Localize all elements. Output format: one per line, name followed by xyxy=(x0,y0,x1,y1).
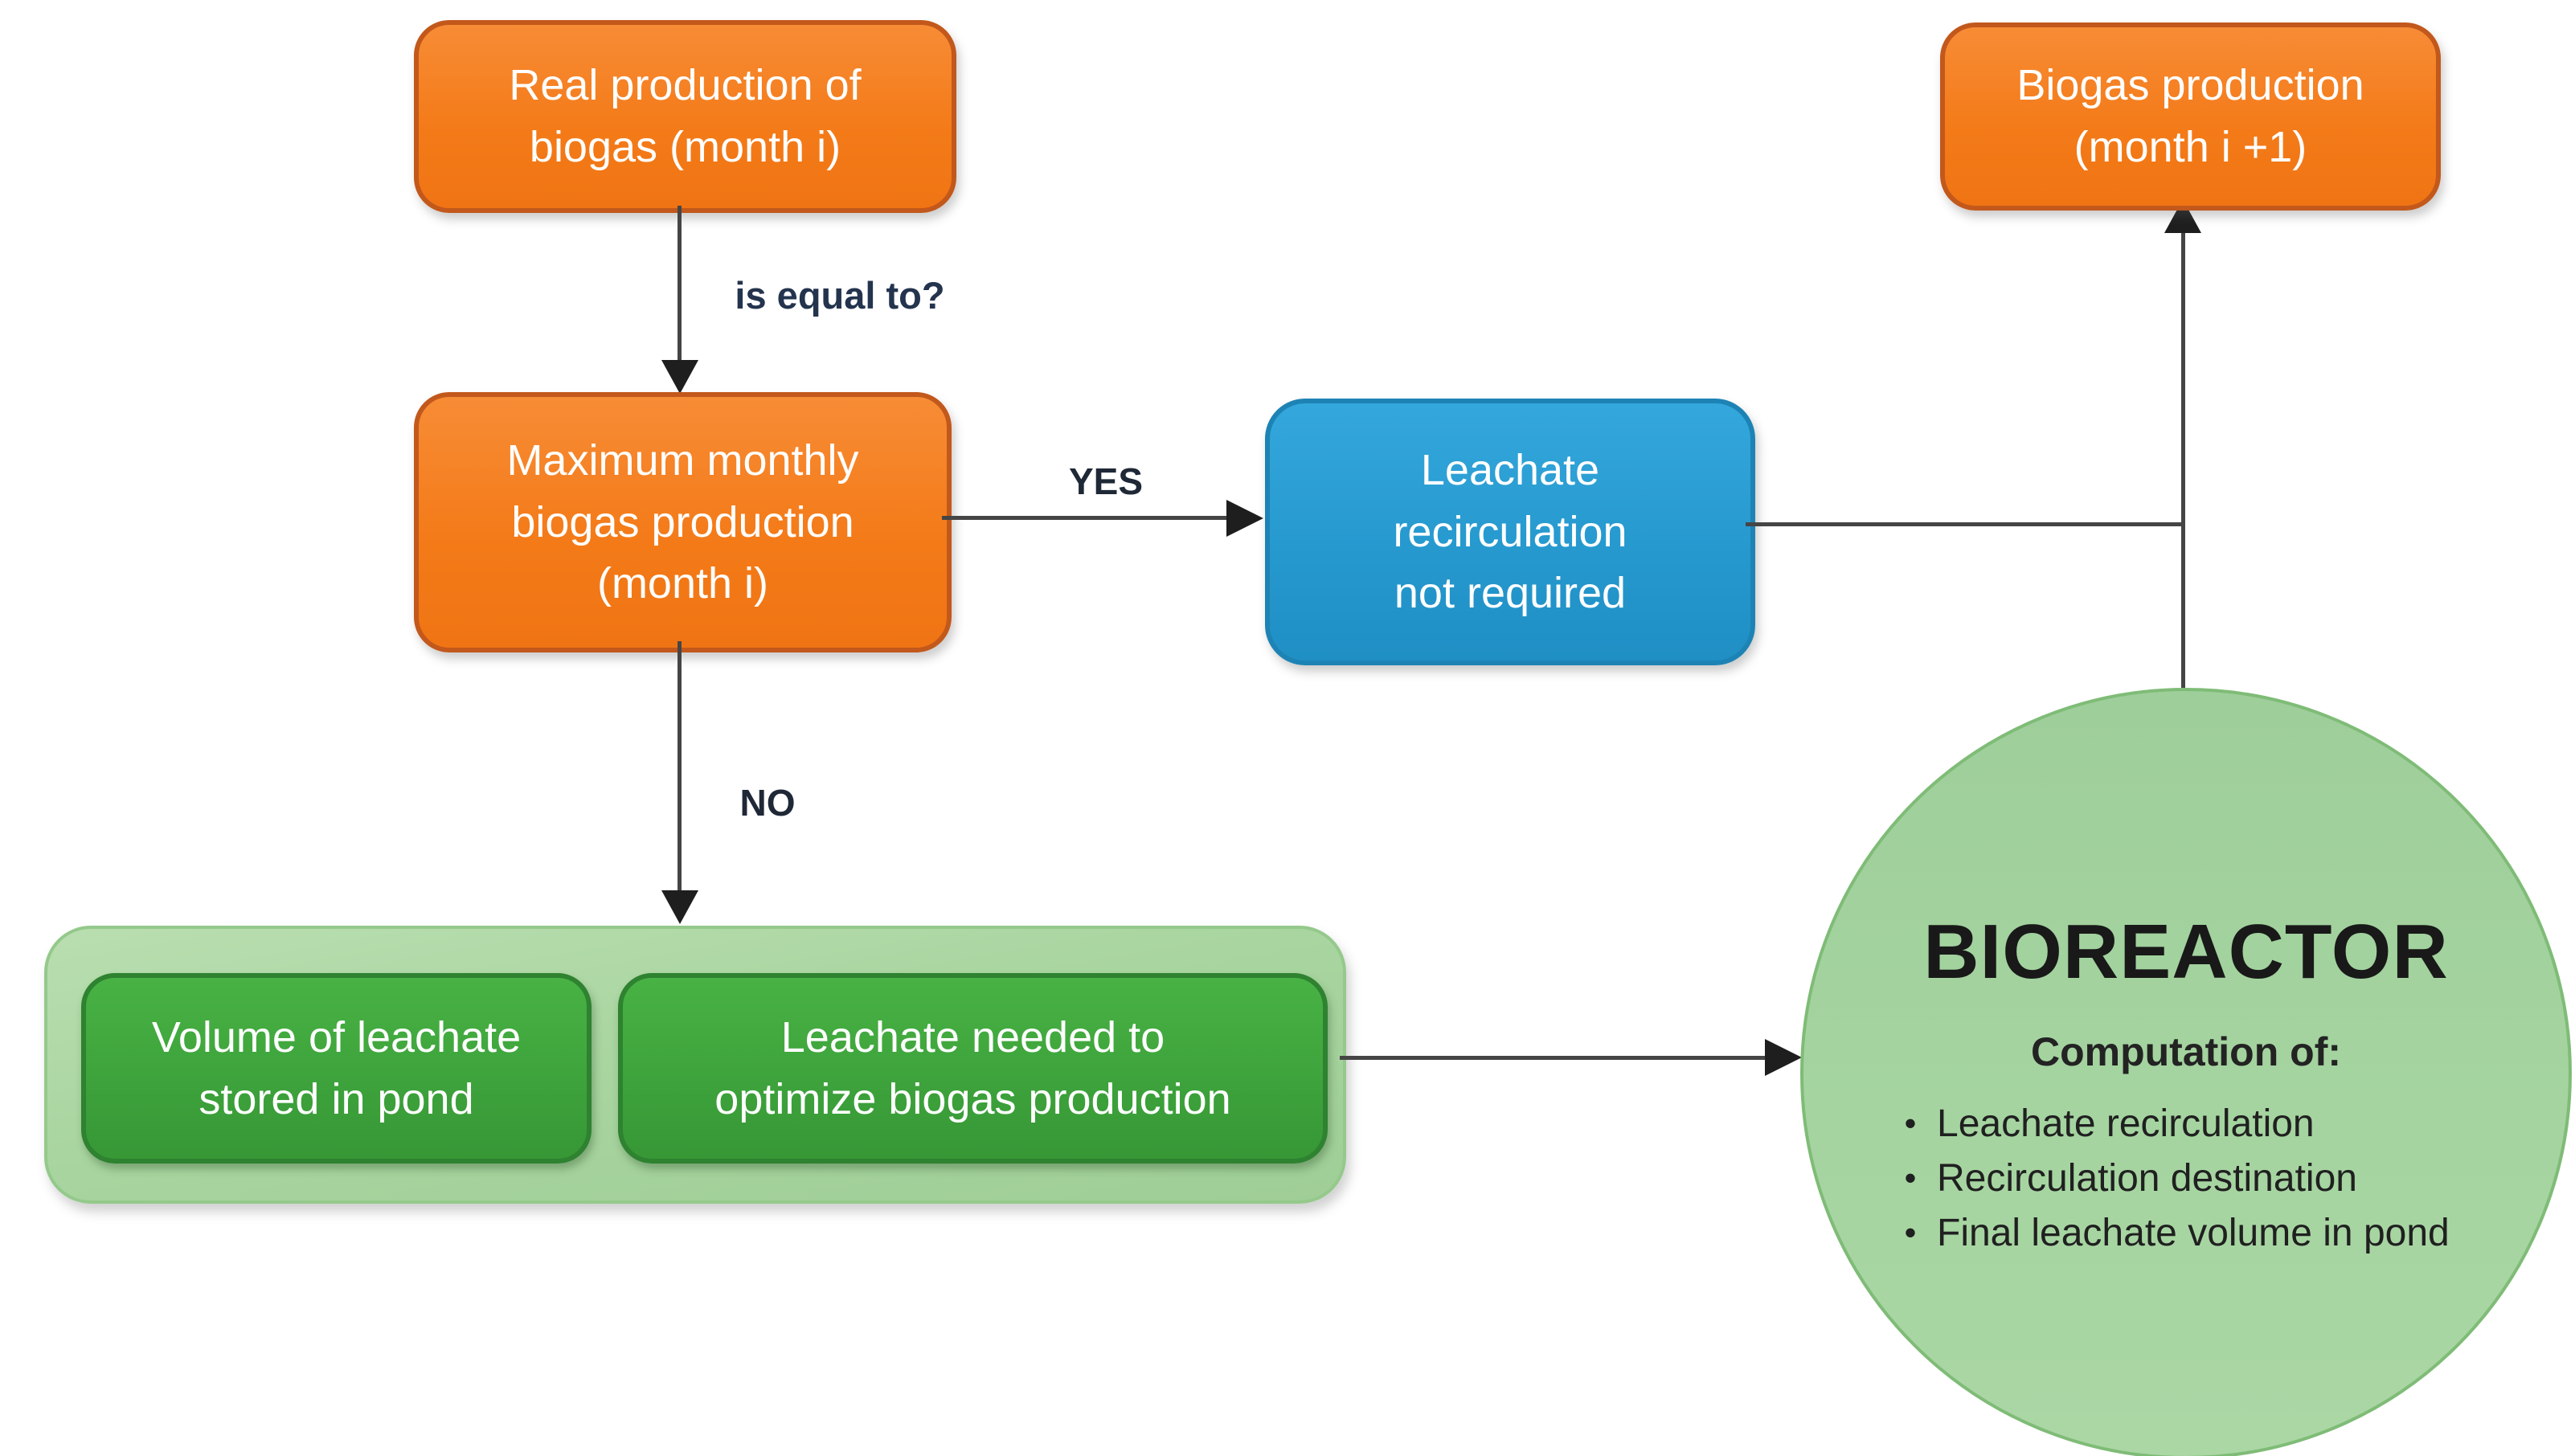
node-biogas-next-label: Biogas production (month i +1) xyxy=(2016,61,2364,171)
arrowhead-down-icon xyxy=(661,360,698,394)
bullet-text: Final leachate volume in pond xyxy=(1937,1211,2450,1254)
bullet-icon: • xyxy=(1904,1104,1917,1142)
node-volume-stored: Volume of leachate stored in pond xyxy=(81,973,592,1164)
edge-real-to-max-line xyxy=(678,206,682,362)
bioreactor-bullet-list: • Leachate recirculation • Recirculation… xyxy=(1884,1096,2535,1260)
bullet-text: Recirculation destination xyxy=(1937,1156,2357,1200)
edge-label-yes: YES xyxy=(1068,460,1144,502)
node-max-monthly-label: Maximum monthly biogas production (month… xyxy=(506,436,859,608)
edge-label-no: NO xyxy=(739,782,796,824)
edge-group-to-circle-line xyxy=(1340,1056,1766,1060)
group-leachate-inputs: Volume of leachate stored in pond Leacha… xyxy=(44,926,1346,1204)
node-biogas-next: Biogas production (month i +1) xyxy=(1940,22,2441,211)
edge-no-line xyxy=(678,641,682,890)
edge-blue-out-line xyxy=(1746,522,2184,526)
list-item: • Final leachate volume in pond xyxy=(1884,1205,2535,1260)
node-leachate-needed: Leachate needed to optimize biogas produ… xyxy=(618,973,1328,1164)
node-leachate-not-required: Leachate recirculation not required xyxy=(1265,399,1755,665)
arrowhead-right-icon xyxy=(1765,1039,1802,1076)
node-max-monthly: Maximum monthly biogas production (month… xyxy=(414,392,952,652)
arrowhead-right-icon xyxy=(1226,500,1263,537)
list-item: • Recirculation destination xyxy=(1884,1151,2535,1205)
bullet-icon: • xyxy=(1904,1213,1917,1251)
node-leachate-needed-label: Leachate needed to optimize biogas produ… xyxy=(714,1012,1231,1123)
list-item: • Leachate recirculation xyxy=(1884,1096,2535,1151)
bullet-text: Leachate recirculation xyxy=(1937,1102,2315,1145)
node-volume-stored-label: Volume of leachate stored in pond xyxy=(151,1012,522,1123)
bullet-icon: • xyxy=(1904,1159,1917,1196)
bioreactor-subtitle: Computation of: xyxy=(2030,1029,2341,1074)
node-bioreactor-circle: BIOREACTOR Computation of: • Leachate re… xyxy=(1800,688,2572,1456)
node-real-production: Real production of biogas (month i) xyxy=(414,20,956,213)
node-real-production-label: Real production of biogas (month i) xyxy=(509,61,862,171)
edge-label-is-equal-to: is equal to? xyxy=(735,274,945,317)
edge-circle-to-next-line xyxy=(2181,233,2185,688)
arrowhead-down-icon xyxy=(661,890,698,924)
node-leachate-not-required-label: Leachate recirculation not required xyxy=(1393,445,1627,618)
bioreactor-title: BIOREACTOR xyxy=(1923,909,2449,995)
edge-yes-line xyxy=(942,516,1228,520)
